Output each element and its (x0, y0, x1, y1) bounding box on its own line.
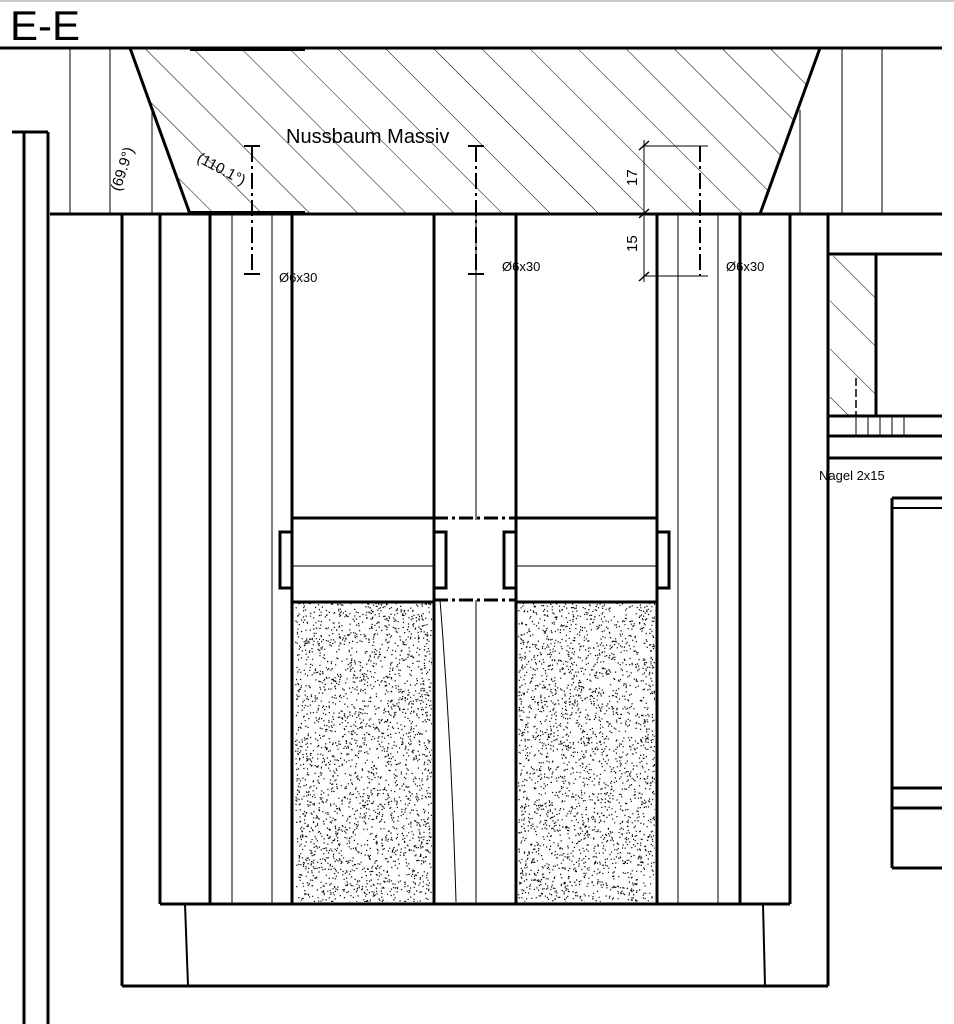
right-hatch (830, 256, 876, 416)
stipple-dots (518, 602, 655, 902)
walnut-hatch (130, 48, 820, 214)
dim-upper-label: 17 (624, 169, 641, 186)
frame-body (120, 214, 830, 988)
insulation-fill-right (518, 602, 655, 902)
dim-lower-label: 15 (624, 235, 641, 252)
dimension-lines (638, 140, 650, 282)
dowel-left-label: Ø6x30 (279, 270, 317, 285)
nail-label: Nagel 2x15 (819, 468, 885, 483)
insulation-fill-left (295, 602, 432, 902)
walnut-board (0, 46, 942, 216)
left-post (12, 130, 50, 1024)
section-title: E-E (10, 2, 80, 49)
dowel-center-label: Ø6x30 (502, 259, 540, 274)
right-detail (828, 252, 942, 870)
stipple-dots (295, 602, 432, 902)
cross-rail (278, 516, 671, 604)
dowel-right-label: Ø6x30 (726, 259, 764, 274)
material-label: Nussbaum Massiv (286, 126, 449, 148)
dowel-axes (244, 145, 708, 277)
angle-outer-label: (69.9°) (108, 145, 138, 193)
